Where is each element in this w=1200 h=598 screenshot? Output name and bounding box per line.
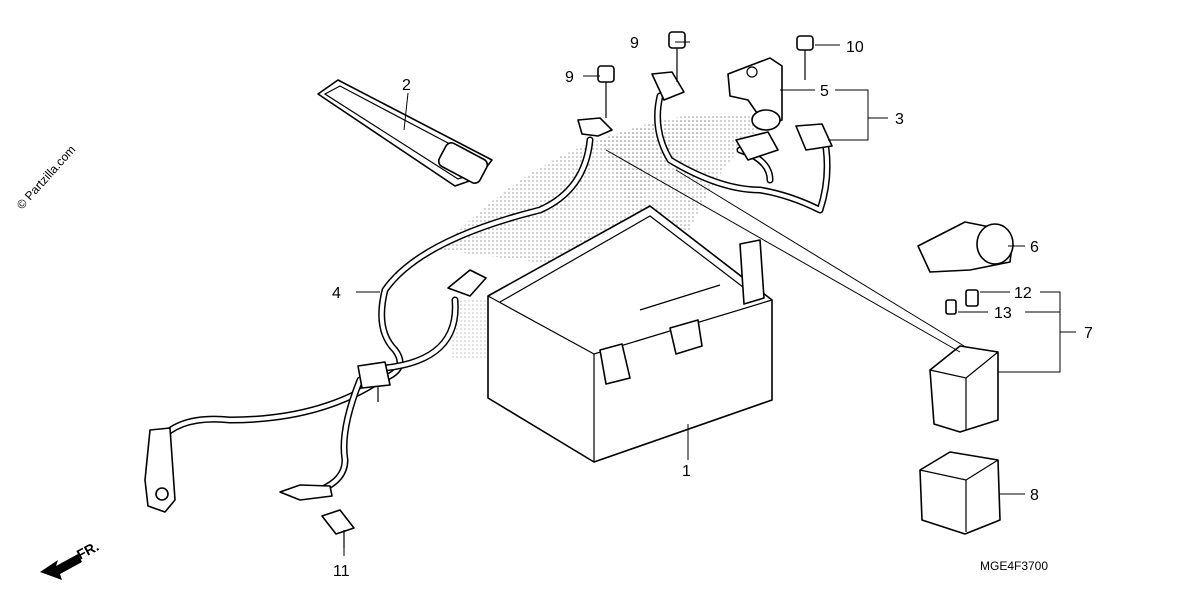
front-direction-arrow-icon	[40, 554, 82, 580]
callout-11: 11	[333, 563, 350, 580]
callout-6: 6	[1030, 239, 1039, 256]
diagram-code: MGE4F3700	[980, 559, 1048, 573]
callout-8: 8	[1030, 487, 1039, 504]
wire-harness-part[interactable]	[144, 117, 613, 513]
battery-part[interactable]	[487, 205, 773, 463]
bolt-10-part[interactable]	[796, 35, 814, 80]
callout-9-upper: 9	[630, 35, 639, 52]
terminal-cover-part[interactable]	[727, 57, 783, 131]
bolt-9-lower-part[interactable]	[597, 65, 615, 118]
callout-9-lower: 9	[565, 69, 574, 86]
callout-12: 12	[1014, 285, 1032, 302]
callout-1: 1	[682, 463, 691, 480]
watermark-text: © Partzilla.com	[14, 143, 79, 212]
fuse-12-part[interactable]	[965, 289, 979, 307]
callout-10: 10	[846, 39, 864, 56]
callout-2: 2	[402, 77, 411, 94]
bolt-11-part[interactable]	[321, 509, 355, 548]
callout-7: 7	[1084, 325, 1093, 342]
callout-3: 3	[895, 111, 904, 128]
leader-lines	[343, 41, 1076, 556]
callout-5: 5	[820, 83, 829, 100]
callout-4: 4	[332, 285, 341, 302]
battery-band-part[interactable]	[317, 79, 493, 187]
relay-cover-part[interactable]	[917, 221, 1014, 273]
starter-relay-part[interactable]	[929, 345, 999, 433]
positive-cable-part[interactable]	[651, 71, 833, 214]
callout-13: 13	[994, 305, 1012, 322]
relay-holder-part[interactable]	[919, 451, 1001, 535]
fuse-13-part[interactable]	[945, 299, 957, 315]
bolt-9-upper-part[interactable]	[668, 31, 686, 82]
